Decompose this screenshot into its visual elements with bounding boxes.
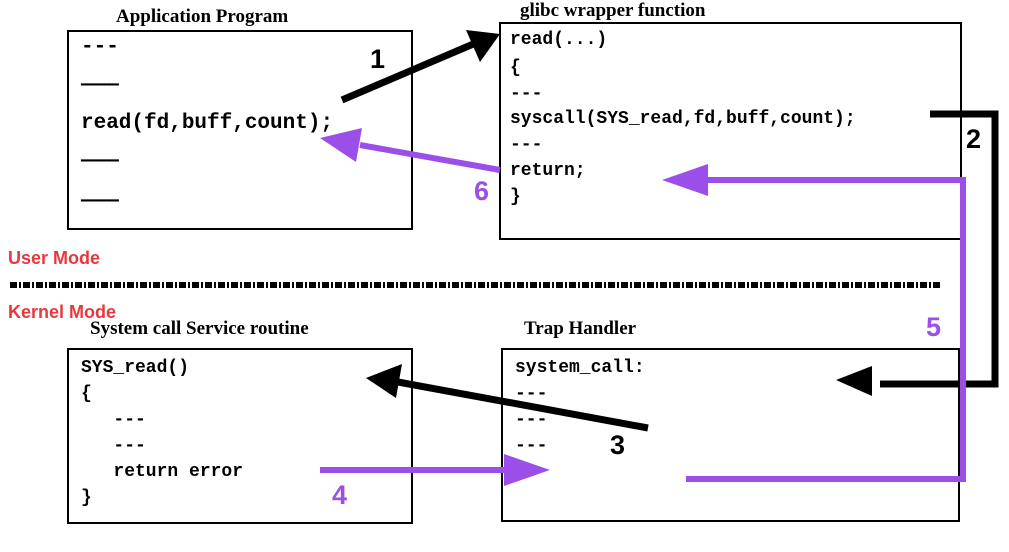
glibc-line-3: --- [510,84,543,104]
glibc-syscall-line: syscall(SYS_read,fd,buff,count); [510,109,856,129]
app-line-5: ——— [81,190,119,213]
service-line-4: --- [81,436,146,456]
step-1-label: 1 [370,44,386,74]
trap-line-1: system_call: [515,358,645,378]
service-line-3: --- [81,410,146,430]
step-2-label: 2 [966,124,982,154]
trap-line-4: --- [515,436,548,456]
service-routine-title: System call Service routine [90,318,309,339]
step-6-label: 6 [474,176,490,206]
service-routine-box: SYS_read() { --- --- return error } [67,348,413,524]
app-line-2: ——— [81,74,119,97]
user-mode-label: User Mode [8,248,101,268]
service-line-2: { [81,384,92,404]
glibc-return-line: return; [510,161,586,181]
trap-handler-title: Trap Handler [524,318,637,339]
app-line-4: ——— [81,150,119,173]
glibc-line-1: read(...) [510,30,608,50]
step-4-label: 4 [332,480,348,510]
app-program-box: --- ——— read(fd,buff,count); ——— ——— [67,30,413,230]
app-read-call: read(fd,buff,count); [81,112,334,135]
glibc-wrapper-title: glibc wrapper function [520,0,706,21]
app-line-1: --- [81,36,119,59]
trap-line-3: --- [515,410,548,430]
trap-line-2: --- [515,384,548,404]
mode-separator [10,282,940,288]
glibc-wrapper-box: read(...) { --- syscall(SYS_read,fd,buff… [499,22,962,240]
service-return-error: return error [81,462,244,482]
trap-handler-box: system_call: --- --- --- [501,348,960,522]
kernel-mode-label: Kernel Mode [8,302,117,322]
service-line-6: } [81,488,92,508]
step-3-label: 3 [610,430,626,460]
glibc-line-2: { [510,58,521,78]
service-line-1: SYS_read() [81,358,190,378]
glibc-line-5: --- [510,135,543,155]
glibc-line-7: } [510,187,521,207]
app-program-title: Application Program [116,6,289,27]
step-5-label: 5 [926,312,942,342]
